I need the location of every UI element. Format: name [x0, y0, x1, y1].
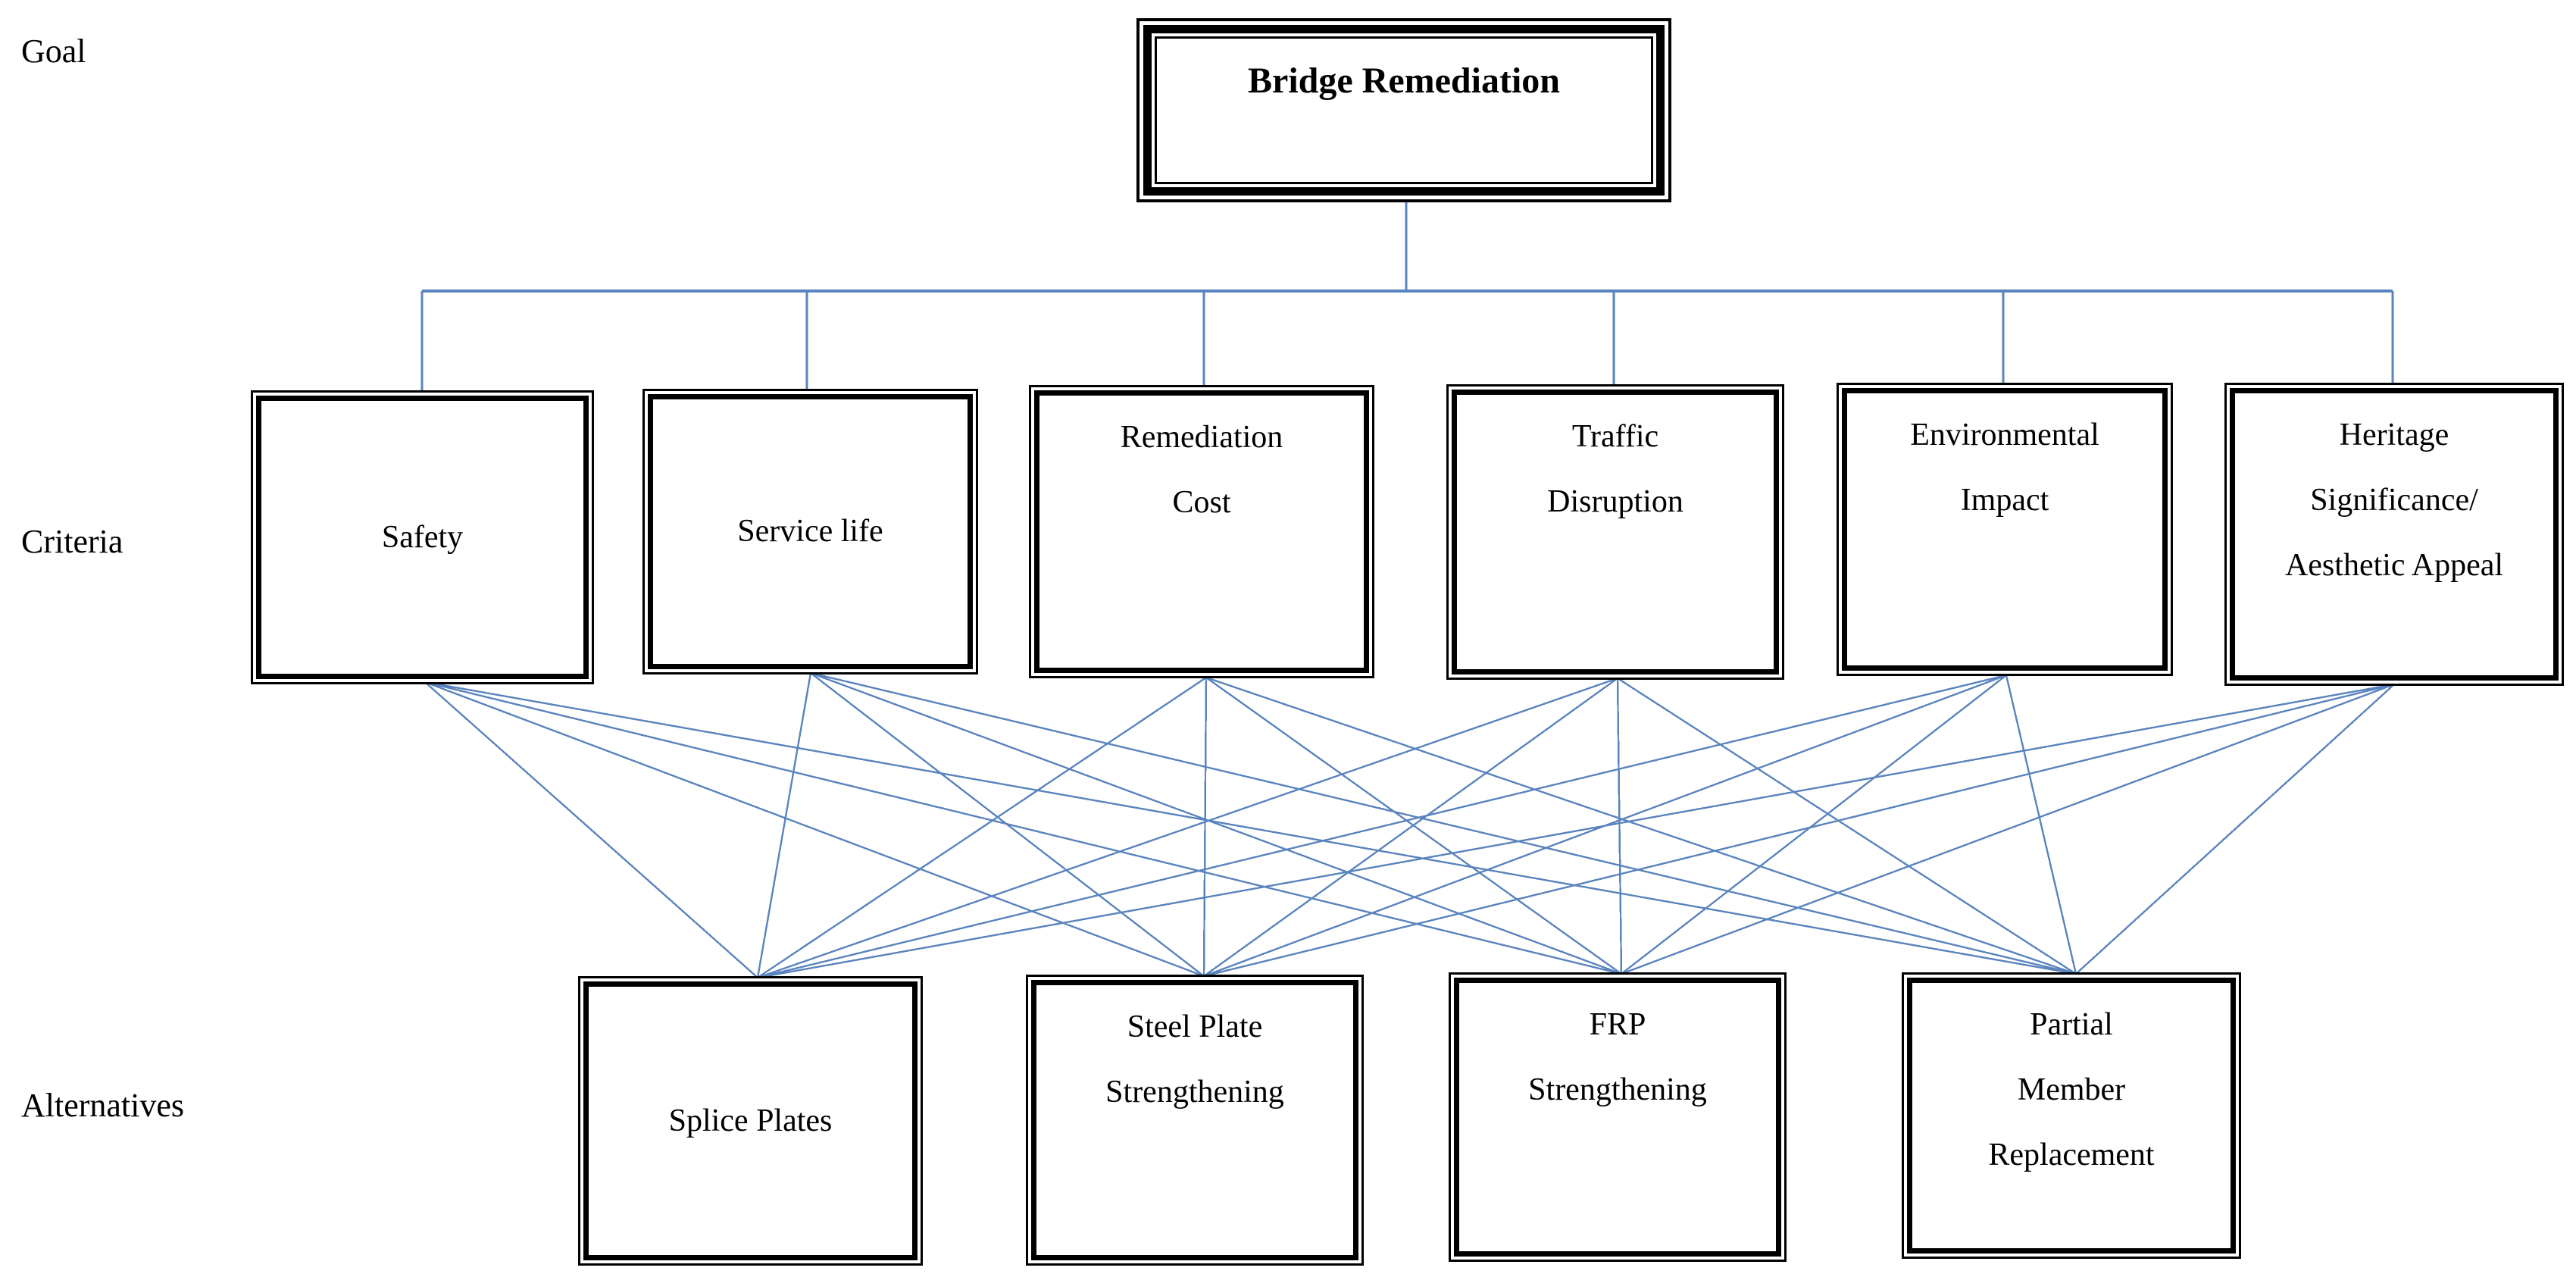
- row-label-goal: Goal: [21, 33, 86, 70]
- criterion-node-heritage-aesthetic[interactable]: Heritage Significance/ Aesthetic Appeal: [2224, 383, 2564, 686]
- criterion-to-alternative-line: [810, 671, 1622, 975]
- alternative-label: FRP Strengthening: [1528, 1007, 1707, 1108]
- criterion-box-inner-frame: Remediation Cost: [1034, 390, 1369, 673]
- criterion-to-alternative-line: [424, 681, 1205, 978]
- alternative-node-steel-plate-strengthening[interactable]: Steel Plate Strengthening: [1026, 975, 1364, 1266]
- alternative-box-inner-frame: FRP Strengthening: [1454, 978, 1781, 1257]
- criterion-label: Safety: [381, 519, 464, 555]
- criterion-box-inner-frame: Heritage Significance/ Aesthetic Appeal: [2230, 388, 2559, 681]
- alternative-label: Steel Plate Strengthening: [1105, 1009, 1284, 1110]
- criterion-to-alternative-line: [756, 672, 812, 978]
- alternative-node-frp-strengthening[interactable]: FRP Strengthening: [1449, 972, 1787, 1262]
- criterion-to-alternative-line: [810, 671, 2077, 975]
- alternative-box-outer-frame: Partial Member Replacement: [1902, 972, 2241, 1259]
- goal-box-inner-frame: Bridge Remediation: [1155, 36, 1653, 184]
- alternative-box-inner-frame: Splice Plates: [583, 981, 918, 1260]
- alternative-box-outer-frame: FRP Strengthening: [1449, 972, 1787, 1262]
- criterion-to-alternative-line: [757, 674, 2007, 979]
- criterion-to-alternative-line: [1617, 677, 2077, 975]
- criterion-box-outer-frame: Environmental Impact: [1837, 383, 2173, 676]
- alternative-label: Splice Plates: [668, 1103, 833, 1138]
- goal-node[interactable]: Bridge Remediation: [1136, 18, 1671, 202]
- criterion-to-alternative-line: [424, 681, 2077, 975]
- criterion-label: Remediation Cost: [1120, 420, 1283, 521]
- row-label-alternatives: Alternatives: [21, 1087, 185, 1124]
- criterion-box-outer-frame: Remediation Cost: [1029, 385, 1374, 678]
- criterion-box-outer-frame: Heritage Significance/ Aesthetic Appeal: [2224, 383, 2564, 686]
- criterion-box-inner-frame: Safety: [256, 396, 589, 679]
- goal-label: Bridge Remediation: [1248, 61, 1560, 101]
- criterion-to-alternative-line: [424, 681, 1622, 975]
- criterion-to-alternative-line: [1203, 683, 2395, 978]
- criterion-to-alternative-line: [757, 677, 1207, 978]
- criterion-node-environmental-impact[interactable]: Environmental Impact: [1837, 383, 2173, 676]
- alternative-box-inner-frame: Steel Plate Strengthening: [1031, 980, 1358, 1260]
- criterion-to-alternative-line: [1205, 677, 1622, 975]
- alternative-label: Partial Member Replacement: [1988, 1007, 2155, 1173]
- criterion-node-safety[interactable]: Safety: [251, 390, 594, 684]
- alternative-box-inner-frame: Partial Member Replacement: [1907, 978, 2236, 1254]
- alternative-box-outer-frame: Splice Plates: [578, 976, 923, 1266]
- criterion-box-outer-frame: Service life: [642, 389, 978, 674]
- row-label-criteria: Criteria: [21, 523, 123, 560]
- criterion-to-alternative-line: [2075, 684, 2395, 975]
- criterion-to-alternative-line: [757, 677, 1618, 979]
- criterion-to-alternative-line: [424, 681, 758, 978]
- criterion-node-remediation-cost[interactable]: Remediation Cost: [1029, 385, 1374, 678]
- criterion-box-inner-frame: Service life: [648, 394, 973, 669]
- criterion-to-alternative-line: [1616, 678, 1623, 975]
- criterion-box-inner-frame: Traffic Disruption: [1452, 390, 1779, 674]
- criterion-to-alternative-line: [757, 683, 2395, 979]
- criterion-to-alternative-line: [1202, 677, 1208, 977]
- alternative-node-splice-plates[interactable]: Splice Plates: [578, 976, 923, 1266]
- criterion-to-alternative-line: [1203, 674, 2007, 978]
- criterion-label: Heritage Significance/ Aesthetic Appeal: [2284, 418, 2504, 584]
- criterion-box-outer-frame: Safety: [251, 390, 594, 684]
- criterion-to-alternative-line: [810, 672, 1205, 977]
- goal-box-outer-frame: Bridge Remediation: [1136, 18, 1671, 202]
- alternative-box-outer-frame: Steel Plate Strengthening: [1026, 975, 1364, 1266]
- criterion-to-alternative-line: [1621, 683, 2395, 975]
- alternative-node-partial-member-replacement[interactable]: Partial Member Replacement: [1902, 972, 2241, 1259]
- criterion-node-service-life[interactable]: Service life: [642, 389, 978, 674]
- criterion-box-outer-frame: Traffic Disruption: [1446, 384, 1784, 680]
- criterion-to-alternative-line: [1205, 676, 2077, 975]
- criterion-to-alternative-line: [1621, 674, 2007, 975]
- goal-box-middle-frame: Bridge Remediation: [1143, 25, 1665, 196]
- criterion-node-traffic-disruption[interactable]: Traffic Disruption: [1446, 384, 1784, 680]
- criterion-box-inner-frame: Environmental Impact: [1842, 388, 2168, 671]
- criterion-label: Service life: [737, 514, 883, 549]
- criterion-to-alternative-line: [1203, 678, 1618, 977]
- criterion-label: Traffic Disruption: [1547, 419, 1683, 520]
- criterion-label: Environmental Impact: [1910, 418, 2099, 518]
- criterion-to-alternative-line: [2005, 674, 2077, 975]
